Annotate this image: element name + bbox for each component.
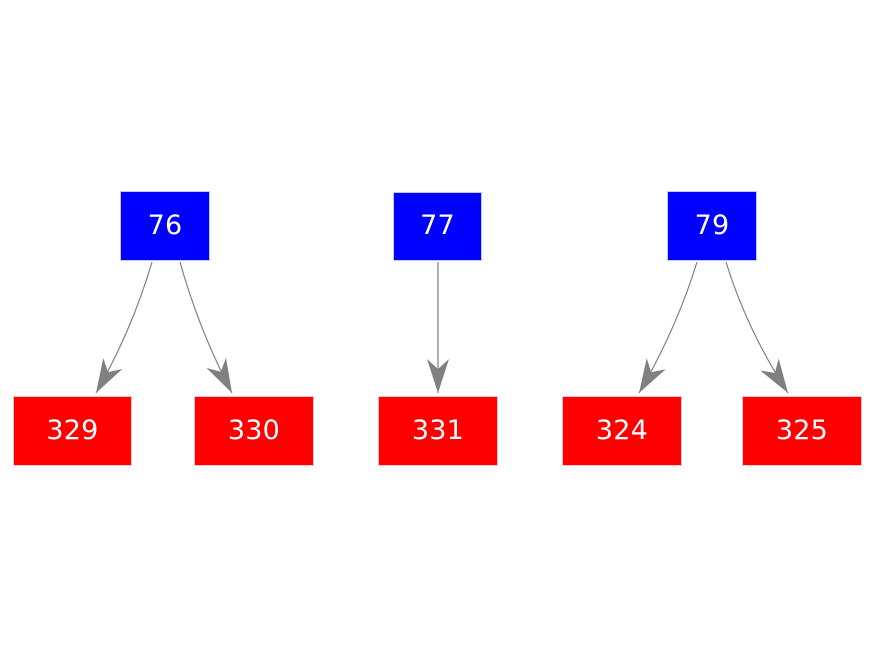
edge-line (638, 261, 698, 394)
node-label: 77 (420, 210, 455, 241)
graph-node-324[interactable]: 324 (562, 396, 682, 466)
graph-node-76[interactable]: 76 (120, 191, 210, 261)
edge-line (95, 261, 153, 394)
graph-node-77[interactable]: 77 (393, 192, 482, 261)
graph-node-330[interactable]: 330 (194, 396, 314, 466)
node-label: 76 (147, 209, 183, 241)
graph-node-325[interactable]: 325 (742, 396, 862, 466)
edge-line (179, 261, 233, 394)
node-label: 79 (694, 209, 730, 241)
graph-node-79[interactable]: 79 (667, 191, 757, 261)
node-label: 329 (46, 414, 99, 446)
graph-node-331[interactable]: 331 (378, 396, 498, 466)
node-label: 330 (227, 414, 281, 446)
edge-arrowhead (206, 357, 232, 393)
edge-line (725, 261, 789, 394)
edge-arrowhead (639, 358, 666, 393)
node-label: 324 (595, 414, 649, 446)
graph-node-329[interactable]: 329 (13, 396, 132, 466)
edge-arrowhead (427, 359, 449, 393)
edge-arrowhead (96, 358, 123, 393)
edge-arrowhead (760, 358, 788, 393)
node-label: 325 (775, 414, 829, 446)
node-label: 331 (411, 414, 465, 446)
